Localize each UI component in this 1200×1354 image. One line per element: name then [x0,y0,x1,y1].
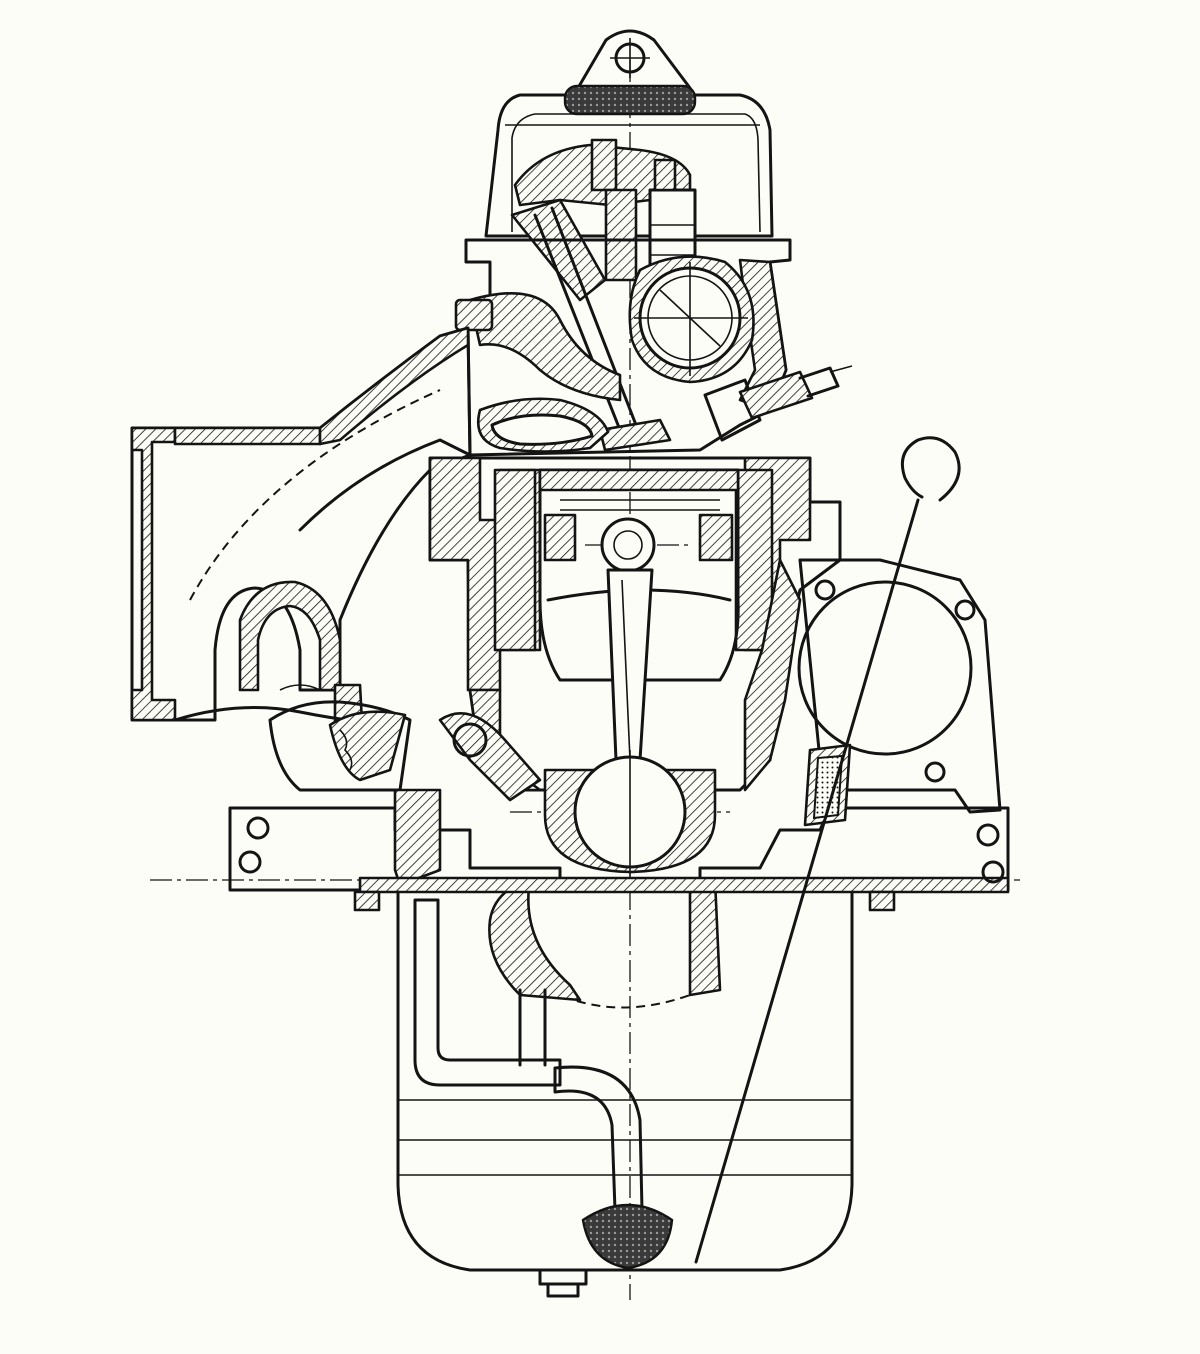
dipstick [694,436,961,1264]
piston-pin [600,517,656,573]
oil-strainer [581,1203,674,1270]
distributor-mount-plate [797,558,1005,884]
oil-sump [396,890,854,1272]
rocker-arm [510,198,607,302]
cylinder-block [428,456,842,792]
crankcase [228,712,1010,912]
valve-train [510,138,697,452]
intake-manifold [130,326,472,724]
camshaft [628,255,755,384]
valve-springs [590,138,618,192]
drain-plug [538,1268,588,1298]
cylinder-head [454,238,792,457]
valve-cover-cap [563,84,697,116]
exhaust-flange [268,700,412,792]
big-end-bearing [543,750,717,880]
spark-plug [703,365,853,442]
crankshaft-counterweight [488,878,722,1009]
connecting-rod [606,568,654,762]
